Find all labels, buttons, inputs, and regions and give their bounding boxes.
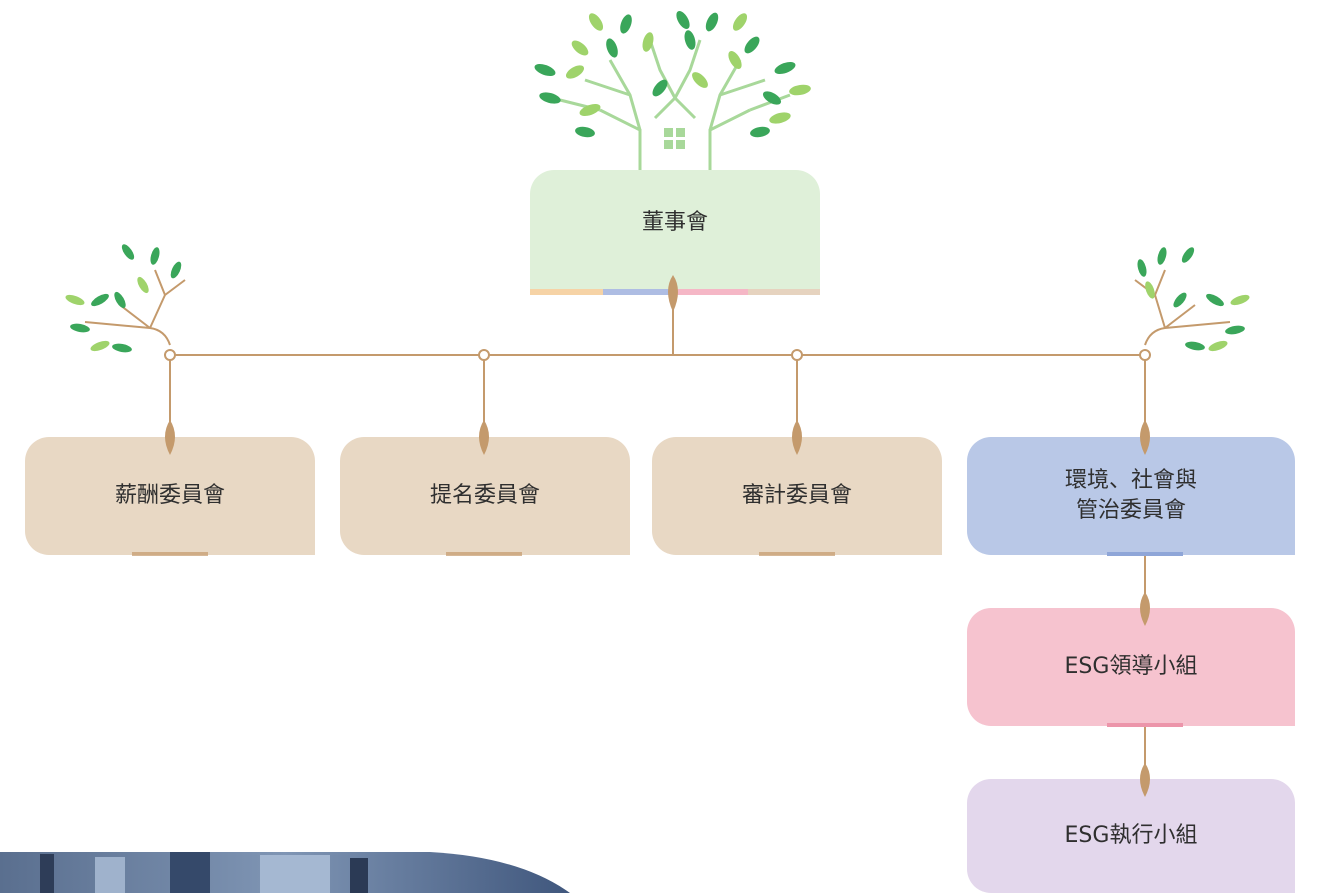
junction-nodes [164,349,1151,361]
node-label: ESG領導小組 [1064,654,1198,680]
node-esg-execution-group: ESG執行小組 [967,779,1295,893]
node-label: 審計委員會 [741,483,852,509]
node-audit-committee: 審計委員會 [652,437,942,555]
node-board-of-directors: 董事會 [530,170,820,295]
node-nomination-committee: 提名委員會 [340,437,630,555]
node-label: 董事會 [641,209,708,235]
tree-icon [1134,247,1250,352]
node-esg-committee: 環境、社會與 管治委員會 [967,437,1295,555]
node-label: 提名委員會 [429,483,540,509]
color-stripe [530,289,820,295]
node-label: 薪酬委員會 [114,483,225,509]
tree-icon [65,244,186,353]
building-photo [0,852,570,893]
leaf-cluster [534,10,811,138]
node-esg-leadership-group: ESG領導小組 [967,608,1295,726]
node-label: 環境、社會與 管治委員會 [1064,468,1197,523]
house-icon [664,128,685,149]
node-label: ESG執行小組 [1064,823,1198,849]
node-compensation-committee: 薪酬委員會 [25,437,315,555]
